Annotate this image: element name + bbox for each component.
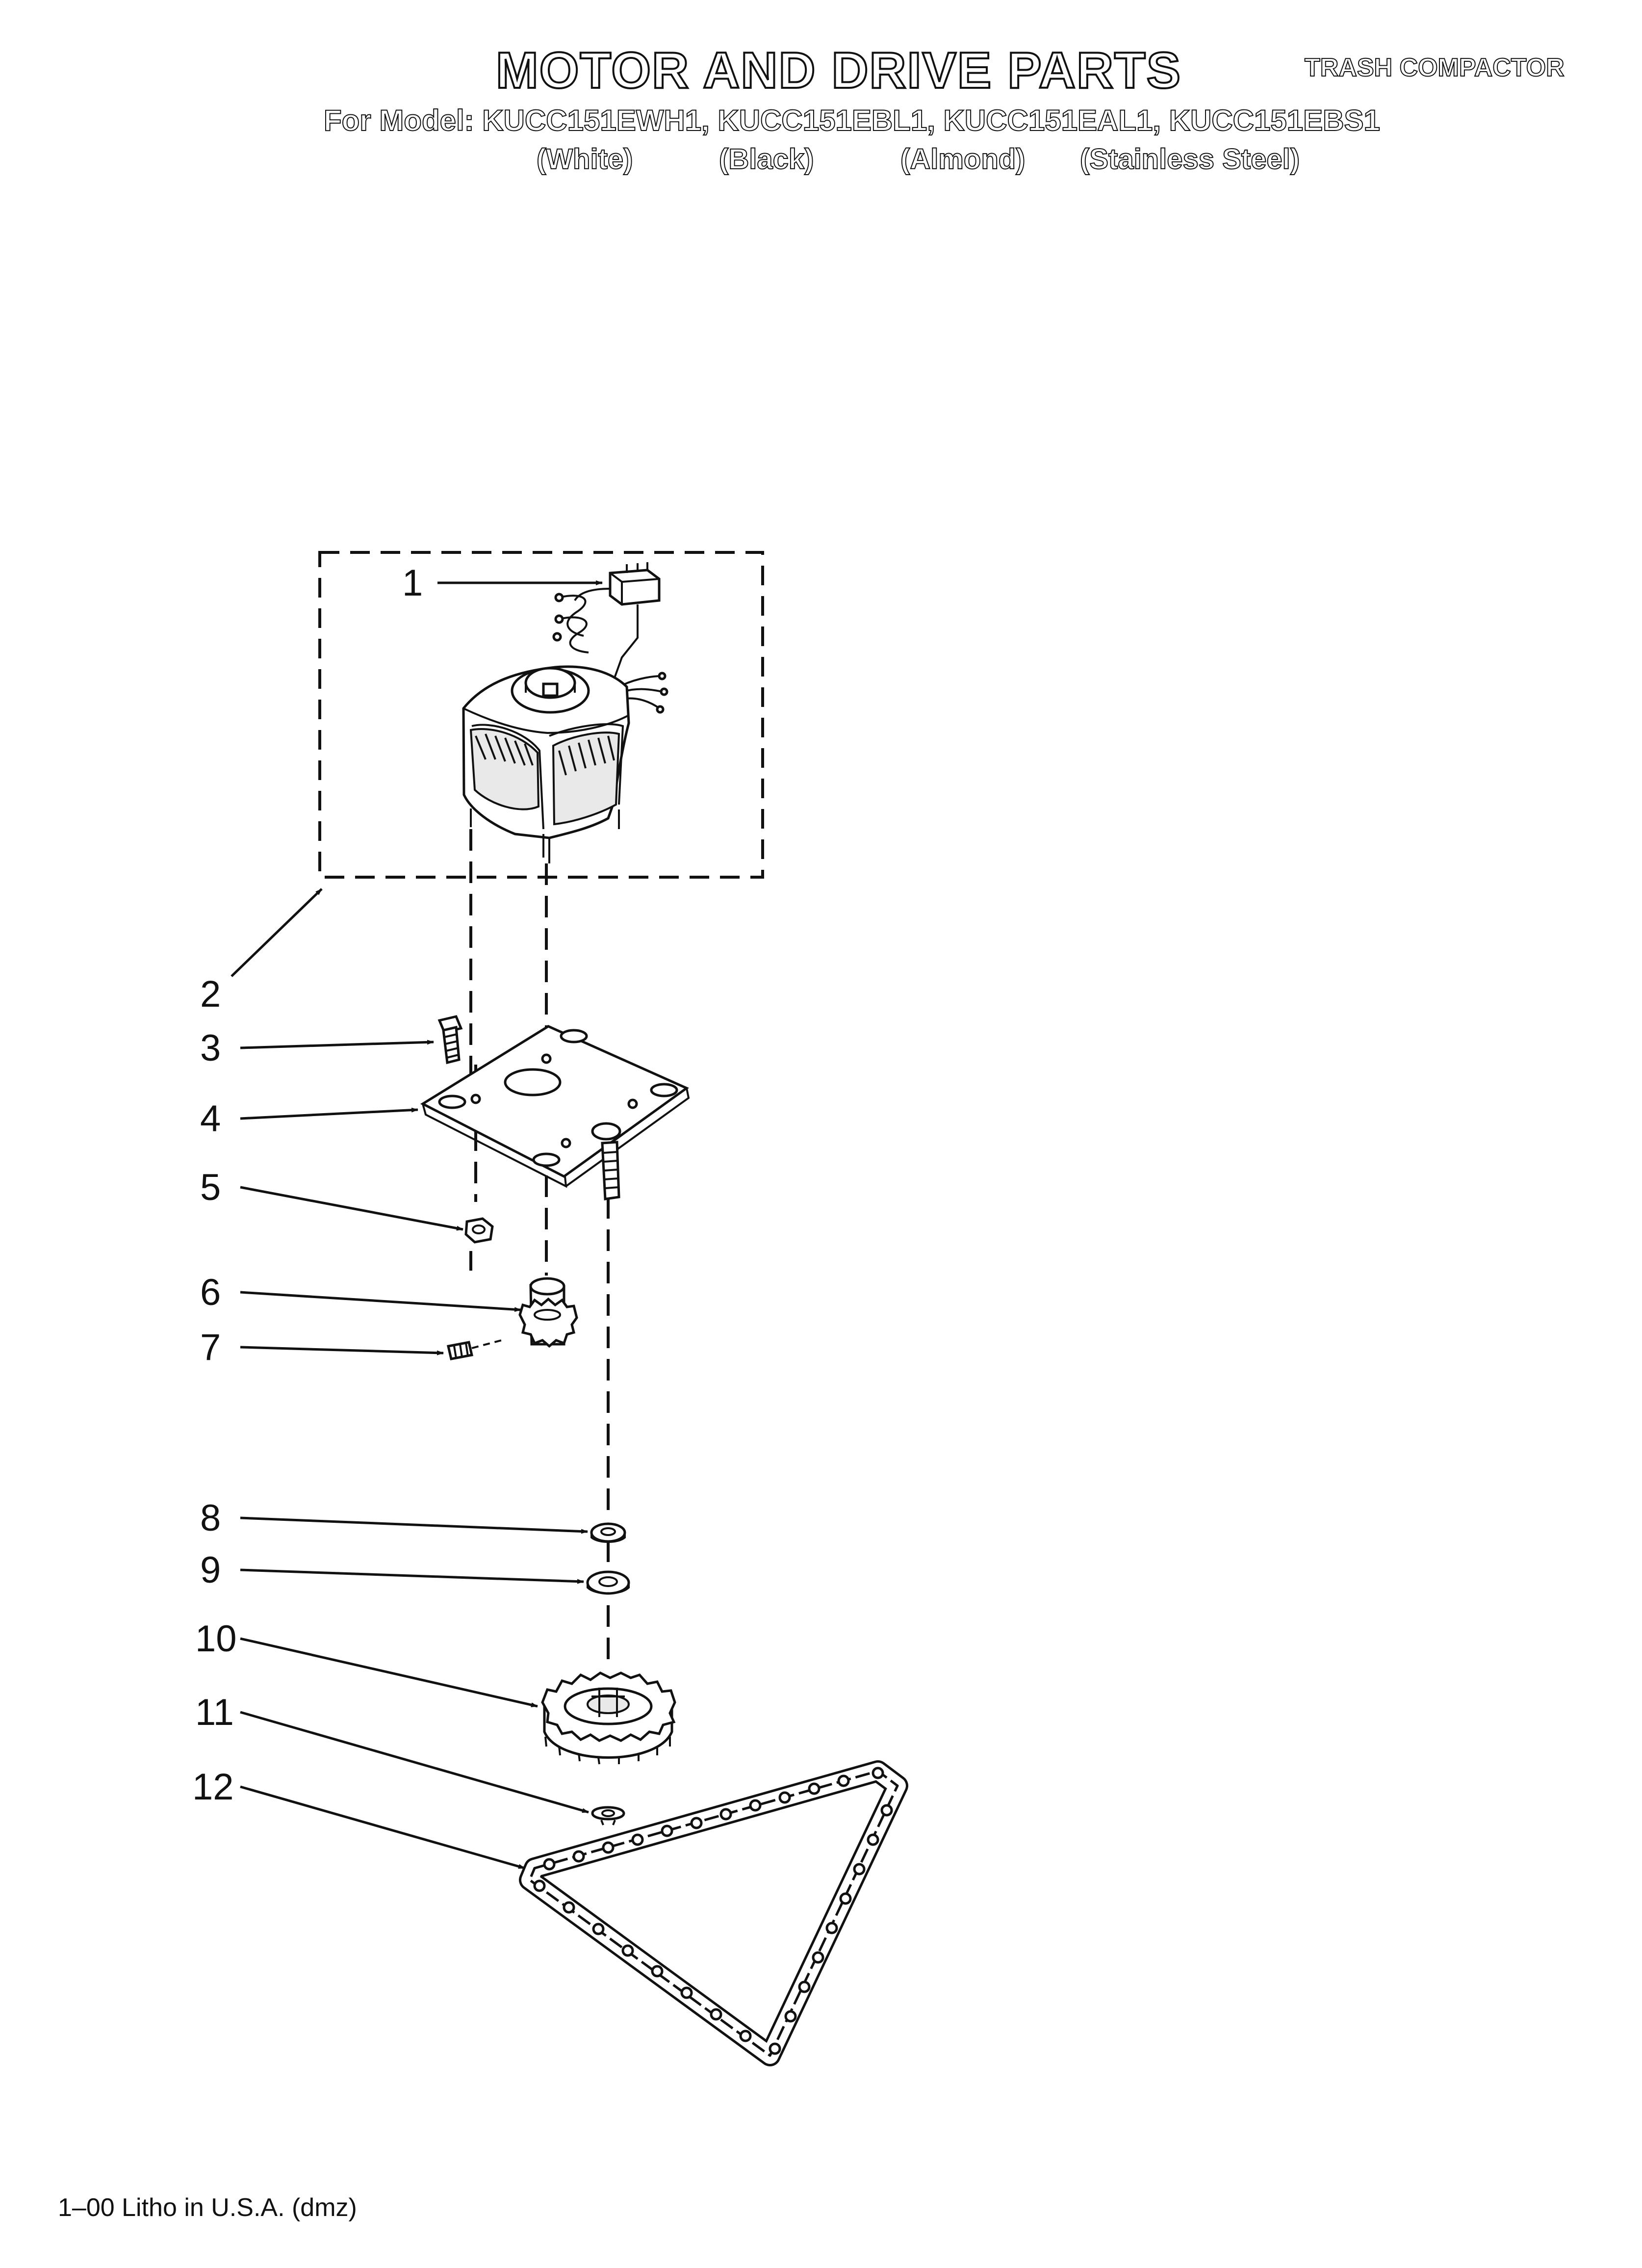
- part-10-drive-sprocket: [541, 1671, 676, 1765]
- motor-assembly-box: [318, 551, 764, 879]
- part-1-terminal-block: [552, 562, 668, 714]
- variant-white: (White): [536, 143, 633, 175]
- callout-2: 2: [200, 973, 221, 1015]
- part-12-drive-chain: [519, 1760, 908, 2066]
- callout-7: 7: [200, 1327, 221, 1368]
- part-9-washer: [586, 1570, 630, 1595]
- chain-links: [533, 1767, 893, 2055]
- callout-8: 8: [200, 1497, 221, 1539]
- callout-6: 6: [200, 1272, 221, 1313]
- variant-black: (Black): [718, 143, 814, 175]
- callout-5: 5: [200, 1167, 221, 1208]
- product-category: TRASH COMPACTOR: [1304, 53, 1565, 82]
- callout-9: 9: [200, 1549, 221, 1591]
- callout-1: 1: [402, 562, 423, 604]
- part-6-pinion-gear: [518, 1277, 578, 1348]
- variant-almond: (Almond): [900, 143, 1026, 175]
- callout-3: 3: [200, 1027, 221, 1069]
- callout-11: 11: [195, 1692, 234, 1733]
- litho-footer: 1–00 Litho in U.S.A. (dmz): [58, 2193, 357, 2222]
- part-8-washer: [590, 1522, 626, 1543]
- callout-10: 10: [195, 1618, 237, 1660]
- page-title: MOTOR AND DRIVE PARTS: [495, 42, 1181, 99]
- part-4-mounting-plate: [420, 1025, 690, 1200]
- variant-stainless-steel: (Stainless Steel): [1079, 143, 1300, 175]
- part-11-retaining-ring: [591, 1806, 625, 1825]
- part-7-set-screw: [446, 1338, 506, 1360]
- part-2-motor: [462, 665, 630, 863]
- part-3-screw: [437, 1015, 463, 1065]
- leader-lines: [231, 580, 603, 1870]
- callout-4: 4: [200, 1098, 221, 1140]
- model-line: For Model: KUCC151EWH1, KUCC151EBL1, KUC…: [323, 104, 1381, 137]
- part-5-nut: [464, 1217, 494, 1244]
- callout-12: 12: [192, 1766, 234, 1808]
